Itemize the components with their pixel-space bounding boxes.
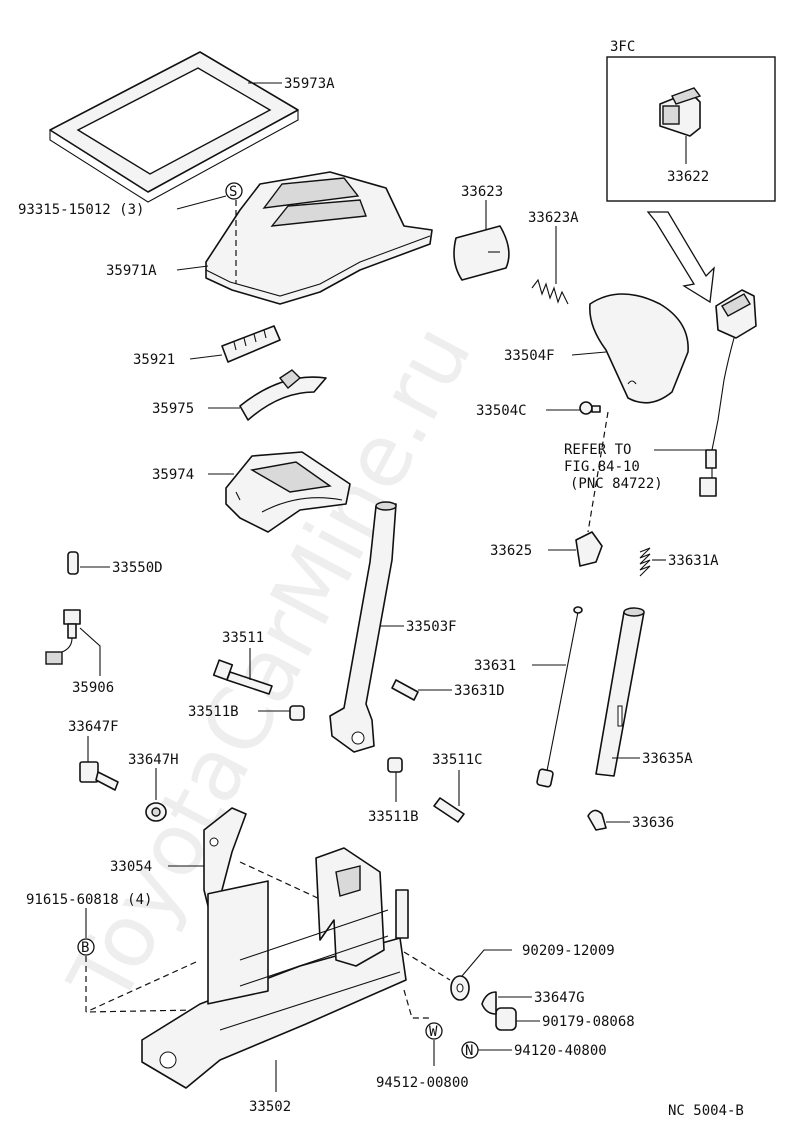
label-35971A: 35971A (106, 263, 157, 279)
label-35973A: 35973A (284, 76, 335, 92)
label-33635A: 33635A (642, 751, 693, 767)
label-35906: 35906 (72, 680, 114, 696)
part-33511-graphic (212, 659, 273, 695)
part-35973A-graphic (49, 51, 299, 203)
inset-label: 3FC (610, 39, 635, 55)
footer-code: NC 5004-B (668, 1103, 744, 1119)
label-33550D: 33550D (112, 560, 163, 576)
label-33503F: 33503F (406, 619, 457, 635)
part-33623A-graphic (531, 278, 569, 305)
refer-note-line2: FIG.84-10 (564, 459, 640, 475)
label-94120: 94120-40800 (514, 1043, 607, 1059)
label-94512: 94512-00800 (376, 1075, 469, 1091)
label-33623A: 33623A (528, 210, 579, 226)
watermark: ToyotaCarMine.ru (50, 310, 491, 1021)
part-33647F-graphic (79, 761, 119, 791)
part-33647H-graphic (145, 802, 167, 822)
label-33625: 33625 (490, 543, 532, 559)
label-35974: 35974 (152, 467, 194, 483)
refer-note-line3: (PNC 84722) (570, 476, 663, 492)
label-33647H: 33647H (128, 752, 179, 768)
label-33504C: 33504C (476, 403, 527, 419)
part-33504C-graphic (579, 401, 601, 415)
inset-frame (606, 56, 776, 202)
label-33511B-top: 33511B (188, 704, 239, 720)
label-33504F: 33504F (504, 348, 555, 364)
label-33502: 33502 (249, 1099, 291, 1115)
label-90209: 90209-12009 (522, 943, 615, 959)
part-33511B-bottom-graphic (387, 757, 403, 773)
label-33647G: 33647G (534, 990, 585, 1006)
label-33511: 33511 (222, 630, 264, 646)
part-35906-graphic (45, 609, 81, 665)
part-33631A-graphic (639, 547, 651, 577)
label-90179: 90179-08068 (542, 1014, 635, 1030)
label-33511C: 33511C (432, 752, 483, 768)
part-33623-graphic (453, 225, 510, 281)
label-33622: 33622 (667, 169, 709, 185)
label-91615: 91615-60818 (4) (26, 892, 152, 908)
callout-w-symbol: W (429, 1024, 438, 1040)
part-33504F-graphic (589, 293, 689, 404)
refer-note-line1: REFER TO (564, 442, 631, 458)
label-35921: 35921 (133, 352, 175, 368)
inset-arrow (646, 211, 715, 304)
label-33623: 33623 (461, 184, 503, 200)
callout-b-icon (77, 938, 95, 956)
part-90179-graphic (495, 1007, 517, 1031)
label-33631D: 33631D (454, 683, 505, 699)
part-33511C-graphic (433, 797, 465, 823)
label-33631: 33631 (474, 658, 516, 674)
label-33631A: 33631A (668, 553, 719, 569)
part-35971A-graphic (205, 171, 433, 305)
part-35974-graphic (225, 451, 351, 533)
label-35975: 35975 (152, 401, 194, 417)
callout-w-icon (425, 1022, 443, 1040)
part-33631D-graphic (391, 679, 419, 701)
label-33647F: 33647F (68, 719, 119, 735)
switch-harness-graphic (699, 289, 757, 497)
part-33631-graphic (536, 606, 583, 788)
callout-s-icon (225, 182, 243, 200)
part-90209-graphic (450, 975, 470, 1001)
callout-n-symbol: N (465, 1043, 473, 1059)
callout-b-symbol: B (81, 940, 89, 956)
part-33502-graphic (141, 847, 409, 1089)
label-33636: 33636 (632, 815, 674, 831)
part-33511B-top-graphic (289, 705, 305, 721)
part-33503F-graphic (329, 501, 397, 753)
label-33054: 33054 (110, 859, 152, 875)
part-33635A-graphic (595, 607, 645, 777)
part-35921-graphic (221, 325, 281, 363)
part-33636-graphic (587, 809, 607, 831)
label-93315: 93315-15012 (3) (18, 202, 144, 218)
label-33511B-bottom: 33511B (368, 809, 419, 825)
part-33647G-graphic (481, 991, 497, 1015)
part-33625-graphic (575, 531, 603, 567)
part-33550D-graphic (67, 551, 79, 575)
part-35975-graphic (239, 369, 327, 421)
callout-s-symbol: S (229, 184, 237, 200)
part-33622-graphic (659, 87, 702, 137)
